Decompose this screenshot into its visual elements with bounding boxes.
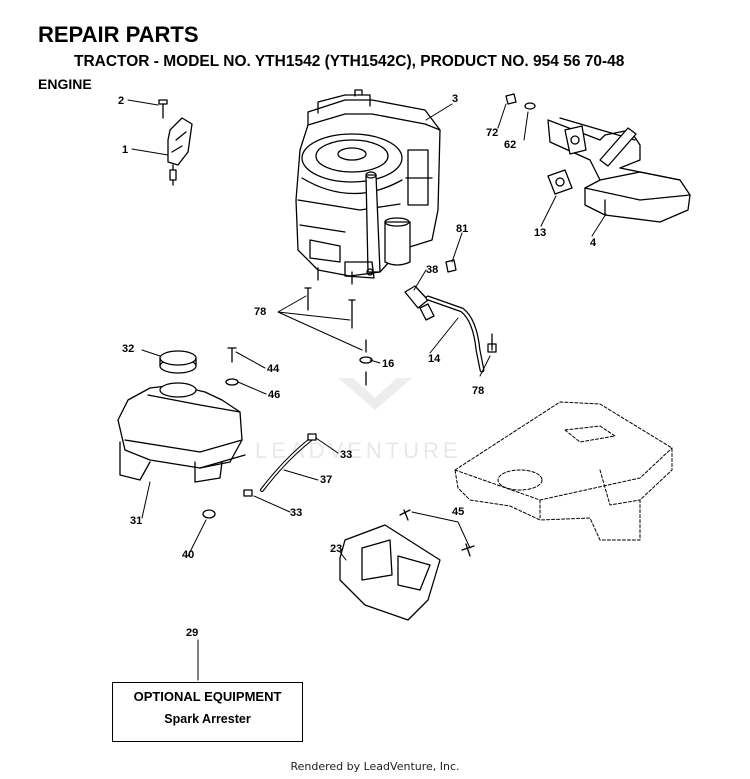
nut-72 — [505, 93, 517, 105]
clamp-38 — [419, 303, 435, 321]
callout-38: 38 — [426, 264, 438, 276]
bolt-78-left — [304, 287, 312, 311]
screw-44 — [227, 347, 237, 363]
callout-81: 81 — [456, 223, 468, 235]
screw-45-right — [461, 543, 475, 557]
callout-3: 3 — [452, 93, 458, 105]
callout-78-right: 78 — [472, 385, 484, 397]
leader-lines — [127, 99, 607, 681]
footer-credit: Rendered by LeadVenture, Inc. — [290, 760, 460, 773]
gas-cap — [159, 350, 197, 374]
callout-2: 2 — [118, 95, 124, 107]
callout-40: 40 — [182, 549, 194, 561]
callout-72: 72 — [486, 127, 498, 139]
optional-equipment-item: Spark Arrester — [164, 712, 251, 726]
callout-4: 4 — [590, 237, 597, 249]
clamp-33-bottom — [243, 489, 253, 497]
tractor-frame — [454, 401, 673, 541]
callout-37: 37 — [320, 474, 332, 486]
callout-13: 13 — [534, 227, 546, 239]
callout-29: 29 — [186, 627, 198, 639]
optional-equipment-title: OPTIONAL EQUIPMENT — [133, 689, 282, 704]
callout-46: 46 — [268, 389, 280, 401]
washer-46 — [225, 378, 239, 386]
callout-1: 1 — [122, 144, 128, 156]
throttle-bracket — [158, 99, 193, 186]
gasket-13-hole — [555, 177, 565, 187]
callout-44: 44 — [267, 363, 280, 375]
engine — [295, 89, 441, 285]
callout-14: 14 — [428, 353, 441, 365]
washer-16 — [359, 356, 373, 364]
gasket-62-hole — [570, 135, 580, 145]
grommet-40 — [202, 509, 216, 519]
callout-78-left: 78 — [254, 306, 266, 318]
gasket-13 — [547, 169, 573, 195]
callout-16: 16 — [382, 358, 394, 370]
callout-31: 31 — [130, 515, 142, 527]
bolt-78-right — [487, 333, 497, 353]
clamp-33-top — [307, 433, 317, 441]
callout-23: 23 — [330, 543, 342, 555]
nut-81 — [445, 259, 457, 273]
fuel-tank — [117, 382, 246, 483]
callout-33-top: 33 — [340, 449, 352, 461]
bolt-78-mid — [348, 299, 356, 329]
callout-45: 45 — [452, 506, 464, 518]
heat-shield — [339, 524, 441, 621]
fuel-hose-14 — [404, 285, 485, 373]
watermark: LEADVENTURE — [255, 378, 458, 463]
callout-62: 62 — [504, 139, 516, 151]
callout-33-bottom: 33 — [290, 507, 302, 519]
washer-62 — [524, 102, 536, 110]
page-title: REPAIR PARTS — [38, 22, 199, 47]
section-label: ENGINE — [38, 76, 92, 92]
screw-45-left — [399, 509, 411, 521]
callout-labels: 1 2 3 72 62 13 4 81 38 78 16 14 78 32 44… — [118, 93, 597, 639]
gasket-62 — [564, 125, 587, 155]
optional-equipment-box: OPTIONAL EQUIPMENT Spark Arrester — [112, 682, 303, 742]
model-subtitle: TRACTOR - MODEL NO. YTH1542 (YTH1542C), … — [74, 53, 625, 70]
callout-32: 32 — [122, 343, 134, 355]
